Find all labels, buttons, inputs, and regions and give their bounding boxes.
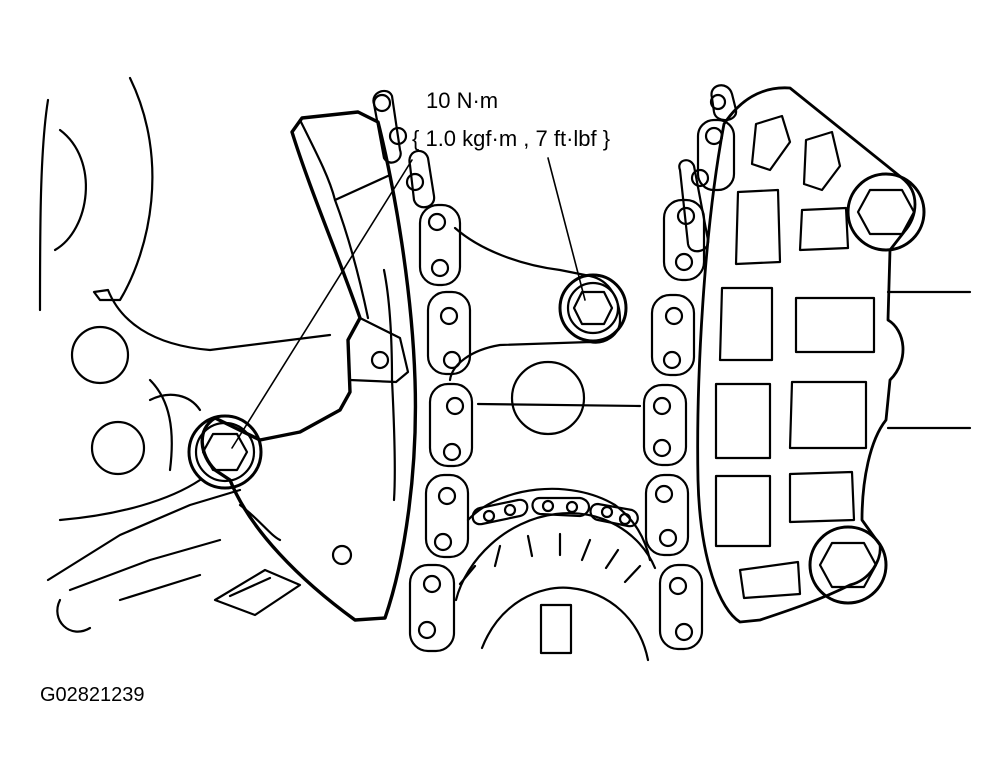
torque-alternates-label: { 1.0 kgf·m , 7 ft·lbf } (412, 126, 611, 151)
chain-guide-right (696, 86, 972, 624)
timing-chain-left-run (372, 89, 474, 653)
center-bracket (448, 226, 628, 436)
guide-bolt-lower (808, 525, 888, 605)
torque-value-label: 10 N·m (426, 88, 499, 113)
chain-tensioner-arm (200, 110, 418, 622)
pivot-pin (370, 350, 390, 370)
crankshaft-sprocket (454, 487, 657, 662)
center-boss (510, 360, 586, 436)
bracket-bolt-washer (558, 273, 628, 343)
engine-block-left (38, 76, 332, 633)
figure-id-label: G02821239 (40, 684, 145, 706)
leader-lines (231, 157, 586, 449)
timing-chain-right-run (476, 84, 738, 651)
housing-boss (70, 325, 130, 385)
guide-bolt-upper (846, 172, 926, 252)
arm-hole (331, 544, 353, 566)
housing-boss (90, 420, 146, 476)
tensioner-bolt (187, 414, 263, 490)
